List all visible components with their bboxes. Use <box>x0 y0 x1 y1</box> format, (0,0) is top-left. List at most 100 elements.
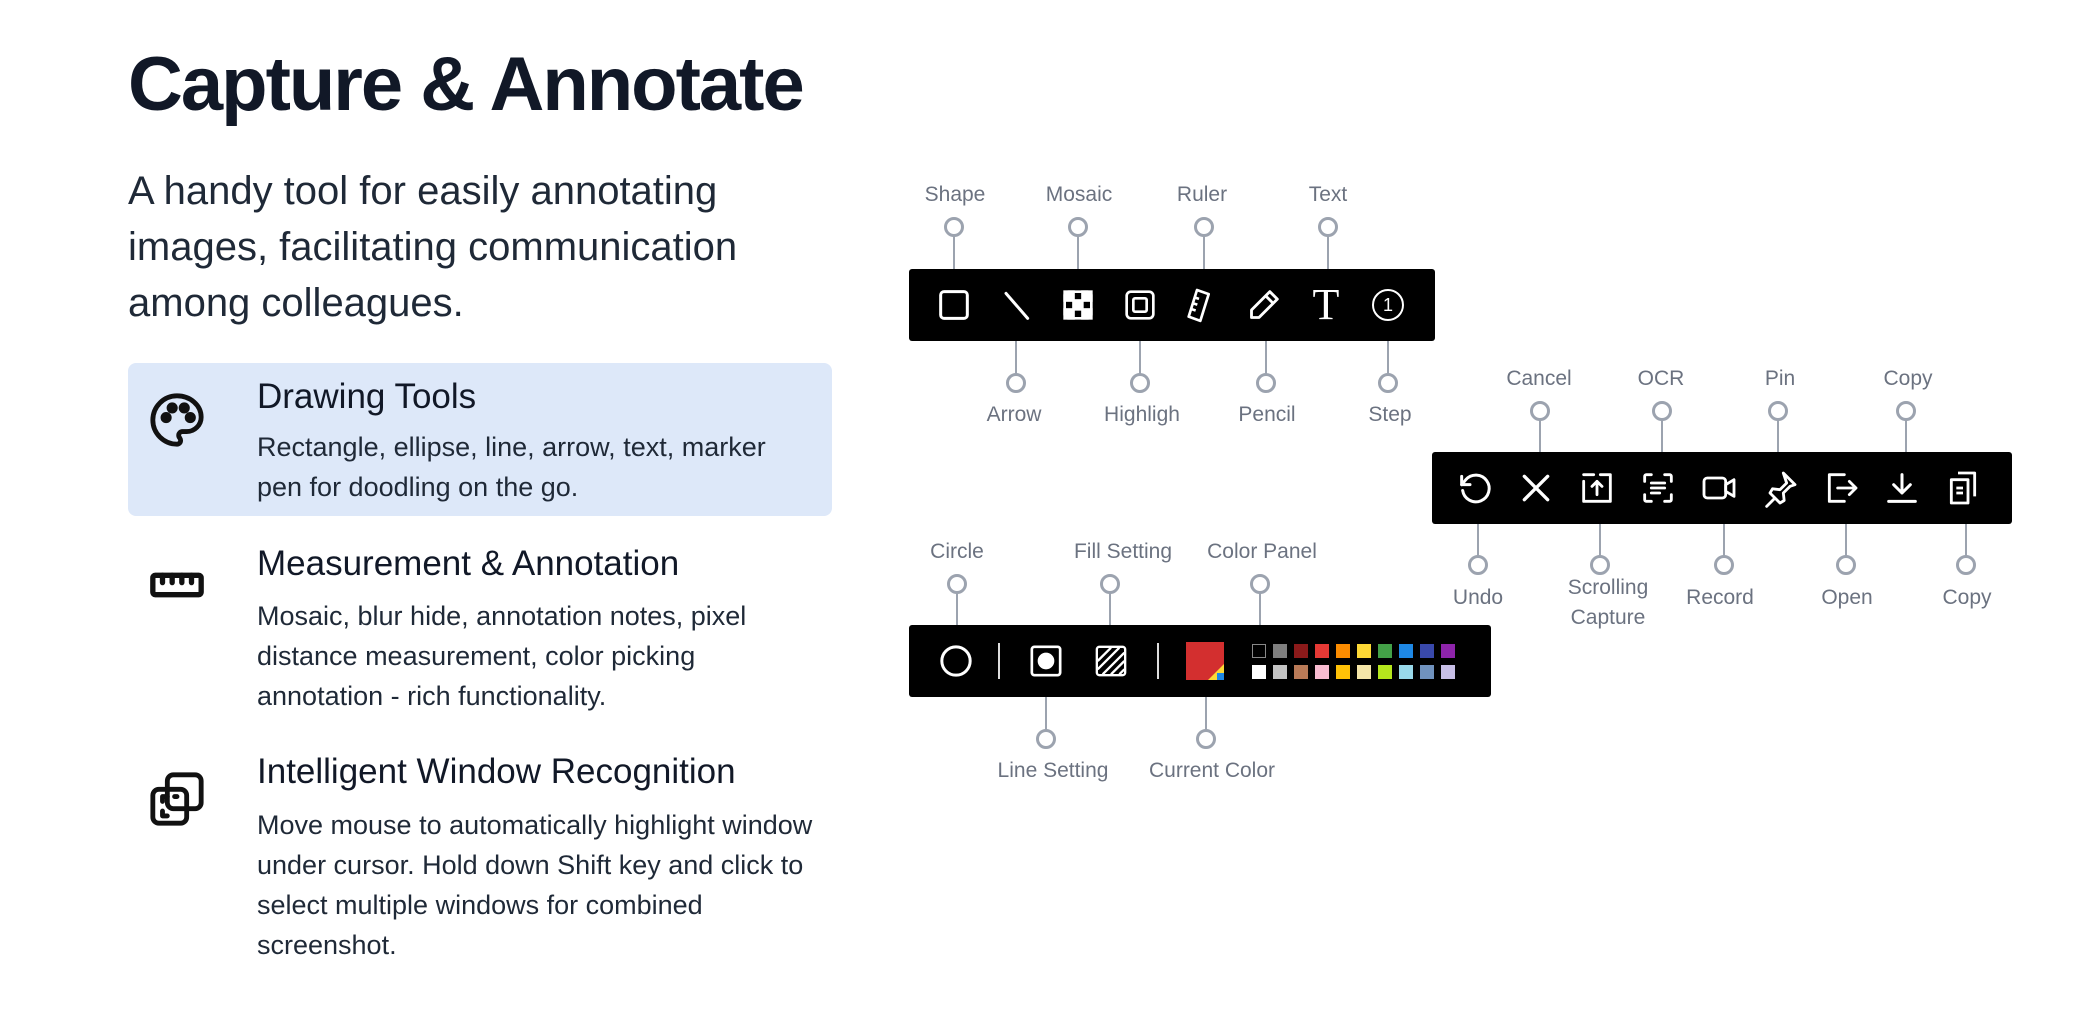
callout-ring <box>1036 729 1056 749</box>
callout-ring <box>947 574 967 594</box>
callout-line <box>1045 697 1047 739</box>
page-subtitle: A handy tool for easily annotating image… <box>128 169 738 325</box>
callout-ring <box>1194 217 1214 237</box>
callout-ring <box>1714 555 1734 575</box>
record-icon[interactable] <box>1697 466 1741 510</box>
callout-line <box>1387 341 1389 383</box>
feature-measurement-annotation[interactable]: Measurement & Annotation Mosaic, blur hi… <box>128 536 832 716</box>
feature-drawing-tools[interactable]: Drawing Tools Rectangle, ellipse, line, … <box>128 363 832 516</box>
label-ocr: OCR <box>1637 367 1685 390</box>
callout-line <box>1203 227 1205 269</box>
callout-line <box>1539 411 1541 452</box>
label-shape: Shape <box>924 183 986 206</box>
color-swatch[interactable] <box>1420 665 1434 679</box>
color-swatch[interactable] <box>1315 665 1329 679</box>
label-text: Text <box>1308 183 1348 206</box>
color-swatch[interactable] <box>1378 665 1392 679</box>
callout-ring <box>1652 401 1672 421</box>
callout-ring <box>1256 373 1276 393</box>
callout-ring <box>1590 555 1610 575</box>
color-swatch[interactable] <box>1294 644 1308 658</box>
feature-description: Mosaic, blur hide, annotation notes, pix… <box>257 601 747 711</box>
callout-line <box>1139 341 1141 383</box>
callout-line <box>1205 697 1207 739</box>
label-step: Step <box>1368 403 1412 426</box>
window-select-icon <box>148 770 206 828</box>
color-swatch[interactable] <box>1252 644 1266 658</box>
label-pencil: Pencil <box>1238 403 1296 426</box>
scrolling-capture-icon[interactable] <box>1575 466 1619 510</box>
callout-ring <box>1250 574 1270 594</box>
callout-ring <box>1378 373 1398 393</box>
callout-line <box>1661 411 1663 452</box>
color-swatch[interactable] <box>1273 644 1287 658</box>
label-color-panel: Color Panel <box>1207 540 1317 563</box>
callout-line <box>1015 341 1017 383</box>
label-undo: Undo <box>1452 586 1504 609</box>
page-title: Capture & Annotate <box>128 42 805 127</box>
callout-line <box>953 227 955 269</box>
callout-ring <box>1956 555 1976 575</box>
callout-line <box>1477 524 1479 565</box>
label-circle: Circle <box>930 540 984 563</box>
label-pin: Pin <box>1764 367 1796 390</box>
label-fill-setting: Fill Setting <box>1073 540 1173 563</box>
label-cancel: Cancel <box>1506 367 1572 390</box>
color-swatch[interactable] <box>1252 665 1266 679</box>
highlight-icon[interactable] <box>1118 283 1162 327</box>
callout-ring <box>944 217 964 237</box>
action-toolbar <box>1432 452 2012 524</box>
circle-icon[interactable] <box>934 639 978 683</box>
step-icon[interactable]: 1 <box>1366 283 1410 327</box>
rectangle-icon[interactable] <box>932 283 976 327</box>
label-line-setting: Line Setting <box>997 759 1109 782</box>
download-icon[interactable] <box>1880 466 1924 510</box>
pencil-icon[interactable] <box>1242 283 1286 327</box>
palette-icon <box>148 391 206 449</box>
draw-toolbar: T 1 <box>909 269 1435 341</box>
callout-line <box>1965 524 1967 565</box>
callout-line <box>1327 227 1329 269</box>
color-swatch[interactable] <box>1441 644 1455 658</box>
step-number: 1 <box>1382 295 1393 315</box>
color-swatch[interactable] <box>1378 644 1392 658</box>
color-swatch[interactable] <box>1399 665 1413 679</box>
text-icon[interactable]: T <box>1304 283 1348 327</box>
undo-icon[interactable] <box>1453 466 1497 510</box>
color-swatch[interactable] <box>1357 644 1371 658</box>
callout-ring <box>1836 555 1856 575</box>
toolbar-divider <box>998 643 1000 679</box>
open-icon[interactable] <box>1819 466 1863 510</box>
ruler-icon[interactable] <box>1180 283 1224 327</box>
line-setting-icon[interactable] <box>1024 639 1068 683</box>
fill-setting-icon[interactable] <box>1089 639 1133 683</box>
color-swatch[interactable] <box>1420 644 1434 658</box>
color-swatch[interactable] <box>1357 665 1371 679</box>
callout-ring <box>1468 555 1488 575</box>
callout-line <box>1845 524 1847 565</box>
callout-ring <box>1318 217 1338 237</box>
label-highlight: Highligh <box>1104 403 1180 426</box>
color-swatch[interactable] <box>1294 665 1308 679</box>
color-swatch[interactable] <box>1336 644 1350 658</box>
feature-window-recognition[interactable]: Intelligent Window Recognition Move mous… <box>128 745 832 975</box>
label-mosaic: Mosaic <box>1045 183 1113 206</box>
line-icon[interactable] <box>994 283 1038 327</box>
color-swatch[interactable] <box>1336 665 1350 679</box>
color-swatch[interactable] <box>1315 644 1329 658</box>
copy-icon[interactable] <box>1941 466 1985 510</box>
ocr-icon[interactable] <box>1636 466 1680 510</box>
close-icon[interactable] <box>1514 466 1558 510</box>
callout-ring <box>1100 574 1120 594</box>
color-swatch[interactable] <box>1273 665 1287 679</box>
callout-ring <box>1068 217 1088 237</box>
color-swatch[interactable] <box>1441 665 1455 679</box>
mosaic-icon[interactable] <box>1056 283 1100 327</box>
pin-icon[interactable] <box>1758 466 1802 510</box>
callout-line <box>1265 341 1267 383</box>
color-swatch[interactable] <box>1399 644 1413 658</box>
text-tool-glyph: T <box>1312 280 1340 329</box>
current-color-swatch[interactable] <box>1186 642 1224 680</box>
callout-ring <box>1130 373 1150 393</box>
callout-ring <box>1896 401 1916 421</box>
